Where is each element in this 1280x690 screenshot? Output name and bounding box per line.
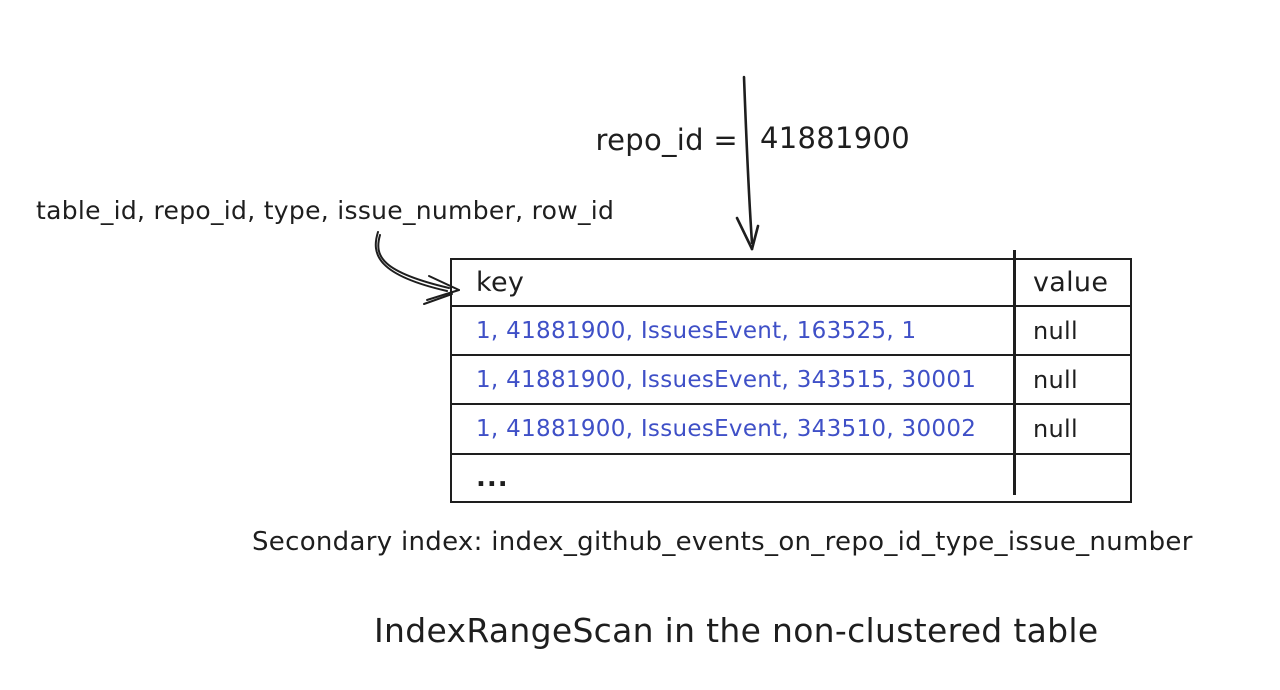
key-column-header: key <box>476 267 525 298</box>
diagram-title: IndexRangeScan in the non-clustered tabl… <box>374 611 1099 650</box>
arrow-down-icon <box>735 75 760 251</box>
column-divider <box>1013 250 1016 495</box>
curved-arrow-right-icon <box>374 231 460 305</box>
table-header-row: key value <box>450 258 1132 307</box>
table-row: 1, 41881900, IssuesEvent, 343510, 30002 … <box>450 403 1132 455</box>
row-key: ... <box>476 463 509 493</box>
filter-value: 41881900 <box>760 121 911 155</box>
row-value: null <box>1033 415 1078 443</box>
index-columns-label: table_id, repo_id, type, issue_number, r… <box>36 196 615 225</box>
table-row: 1, 41881900, IssuesEvent, 343515, 30001 … <box>450 354 1132 405</box>
row-key: 1, 41881900, IssuesEvent, 343515, 30001 <box>476 366 977 393</box>
row-value: null <box>1033 316 1078 345</box>
row-value: null <box>1033 365 1078 394</box>
row-key: 1, 41881900, IssuesEvent, 163525, 1 <box>476 317 917 344</box>
table-row: 1, 41881900, IssuesEvent, 163525, 1 null <box>450 305 1132 356</box>
table-row: ... <box>450 453 1132 503</box>
secondary-index-caption: Secondary index: index_github_events_on_… <box>252 527 1193 557</box>
value-column-header: value <box>1033 267 1109 298</box>
row-key: 1, 41881900, IssuesEvent, 343510, 30002 <box>476 416 977 442</box>
filter-label: repo_id = <box>595 123 738 157</box>
